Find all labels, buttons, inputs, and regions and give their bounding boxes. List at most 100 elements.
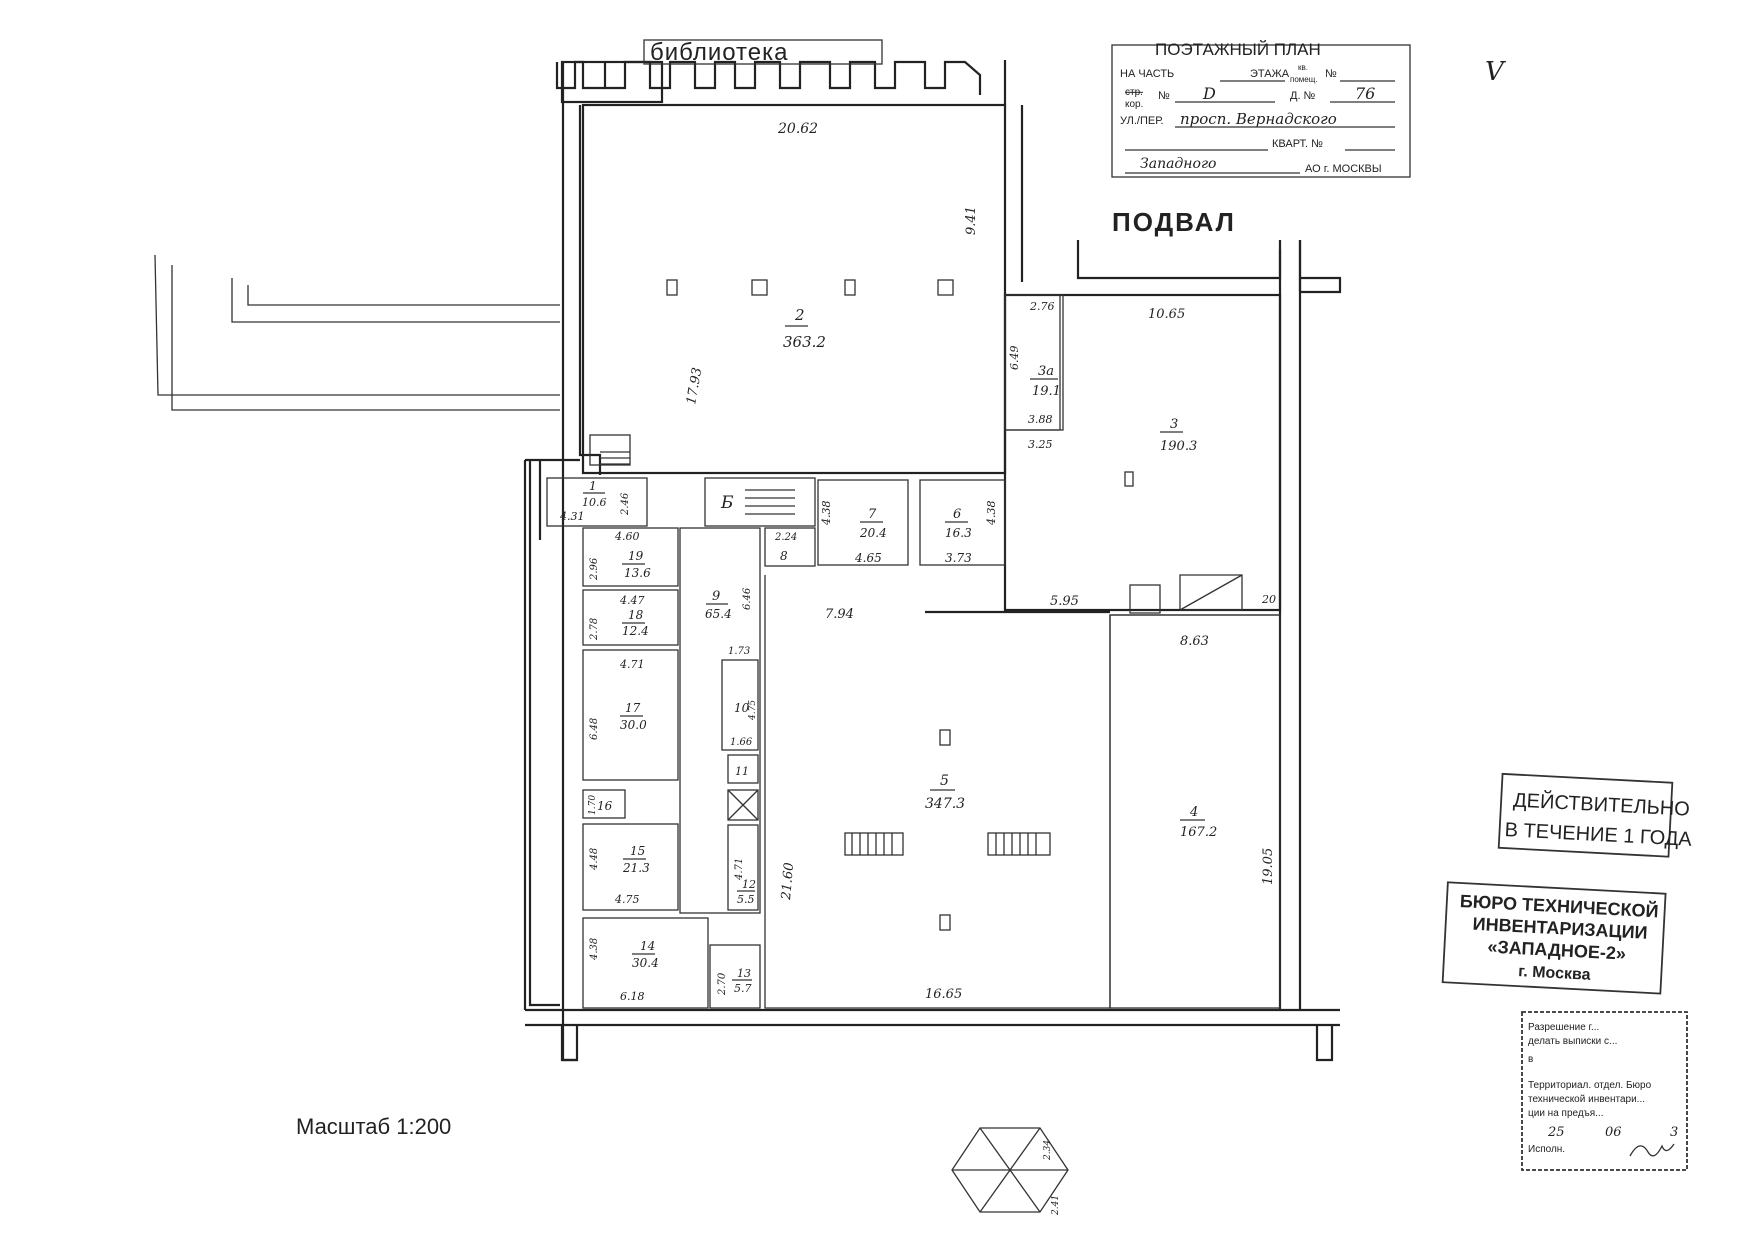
room-3a-number: 3а: [1038, 364, 1054, 379]
dim-room18-side: 2.78: [589, 618, 600, 641]
dim-room12-side: 4.71: [734, 858, 745, 881]
dim-room2-side: 9.41: [964, 206, 979, 235]
kv-label: кв.: [1298, 63, 1308, 72]
room-13-number: 13: [737, 967, 751, 980]
check-mark: V: [1485, 57, 1506, 87]
kvart-label: КВАРТ. №: [1272, 138, 1323, 150]
floor-name: ПОДВАЛ: [1112, 207, 1236, 237]
room-14-area: 30.4: [632, 956, 659, 970]
dom-value: 76: [1355, 84, 1375, 103]
room-5-number: 5: [940, 773, 949, 789]
dim-room10-top: 1.73: [728, 646, 750, 657]
room-20-number: 20: [1261, 593, 1276, 606]
dim-room17-side: 6.48: [589, 718, 600, 740]
room-13-area: 5.7: [734, 982, 752, 995]
room-16-number: 16: [597, 799, 613, 813]
dim-room7-bottom: 4.65: [854, 551, 882, 565]
room-4-number: 4: [1189, 805, 1198, 820]
bti-stamp: БЮРО ТЕХНИЧЕСКОЙ ИНВЕНТАРИЗАЦИИ «ЗАПАДНО…: [1441, 881, 1667, 995]
room-9: 9 65.4 6.46 1.73 10 4.75 1.66 11 4.71 12…: [679, 527, 761, 914]
permit-line3: в: [1528, 1054, 1533, 1065]
validity-line1: ДЕЙСТВИТЕЛЬНО: [1513, 787, 1691, 820]
room-12-area: 5.5: [737, 893, 755, 906]
str-label: стр.: [1125, 87, 1143, 98]
scale-label: Масштаб 1:200: [296, 1114, 451, 1139]
no-label: №: [1325, 68, 1337, 80]
central-rooms: Б 4.38 7 20.4 4.65 6 16.3 3.73 4.38 2.24…: [704, 477, 1006, 567]
room-17-area: 30.0: [620, 718, 647, 732]
dim-room14-bottom: 6.18: [620, 990, 645, 1003]
room-15-number: 15: [630, 844, 645, 858]
dim-room3a-side: 6.49: [1008, 346, 1021, 371]
library-wall: библиотека: [555, 39, 982, 104]
dim-room6-side: 4.38: [985, 501, 998, 527]
dim-room19-top: 4.60: [614, 530, 640, 543]
room-2-area: 363.2: [783, 333, 826, 351]
room-6-number: 6: [953, 507, 961, 522]
room-8-number: 8: [780, 549, 788, 563]
floor-label: ЭТАЖА: [1250, 68, 1290, 80]
room-19-area: 13.6: [624, 566, 651, 580]
validity-line2: В ТЕЧЕНИЕ 1 ГОДА: [1504, 819, 1693, 851]
room-5-area: 347.3: [925, 796, 965, 812]
dim-stair-b: 2.41: [1051, 1195, 1061, 1216]
permit-date-month: 06: [1605, 1125, 1622, 1140]
room-15-area: 21.3: [622, 861, 650, 875]
permit-line1: Разрешение г...: [1528, 1022, 1599, 1033]
dim-room18-top: 4.47: [619, 594, 645, 607]
stair-detail: 2.34 2.41: [951, 1127, 1069, 1216]
dim-room15-side: 4.48: [589, 848, 600, 871]
room-1-number: 1: [589, 479, 597, 493]
room-4: 8.63 19.05 4 167.2 20: [1109, 574, 1281, 1009]
room-2-number: 2: [794, 306, 805, 324]
signature-mark: [1629, 1143, 1675, 1157]
room-17-number: 17: [625, 701, 641, 715]
dim-room1-bottom: 4.31: [559, 510, 585, 523]
dim-room4-side: 19.05: [1261, 848, 1276, 885]
dim-room2-height: 17.93: [684, 366, 705, 405]
room-3-area: 190.3: [1160, 439, 1197, 454]
permit-line4: Территориал. отдел. Бюро: [1528, 1080, 1652, 1091]
bti-line4: г. Москва: [1518, 963, 1591, 984]
permit-date-year: 3: [1670, 1125, 1678, 1140]
room-10-number: 10: [734, 701, 750, 715]
korpus-value: D: [1202, 84, 1216, 103]
dim-room16: 1.70: [588, 795, 598, 815]
dim-room3a-bottom: 3.88: [1028, 413, 1053, 426]
permit-stamp: Разрешение г... делать выписки с... в Те…: [1521, 1011, 1688, 1171]
street-value: просп. Вернадского: [1180, 110, 1337, 128]
dim-room19-side: 2.96: [589, 557, 600, 581]
dim-room1-side: 2.46: [620, 492, 631, 516]
kor-label: кор.: [1125, 99, 1143, 110]
dim-room4-top: 8.63: [1180, 634, 1209, 649]
room-1-area: 10.6: [582, 496, 607, 509]
permit-date-day: 25: [1547, 1125, 1565, 1140]
dim-room3a-top: 2.76: [1029, 300, 1055, 313]
room-18-number: 18: [628, 608, 644, 622]
room-4-area: 167.2: [1180, 825, 1217, 840]
dim-room15-bottom: 4.75: [614, 893, 640, 906]
room-2: 20.62 9.41 17.93 2 363.2: [589, 121, 979, 466]
room-7-area: 20.4: [859, 526, 887, 540]
outer-walls: [154, 60, 1342, 1062]
korpus-no-label: №: [1158, 90, 1170, 102]
room-3: 2.76 6.49 3а 19.1 3.88 3.25 10.65 3 190.…: [1004, 294, 1197, 487]
district-value: Западного: [1140, 156, 1216, 172]
street-label: УЛ./ПЕР.: [1120, 115, 1164, 127]
room-9-number: 9: [712, 589, 720, 604]
validity-stamp: ДЕЙСТВИТЕЛЬНО В ТЕЧЕНИЕ 1 ГОДА: [1497, 772, 1693, 858]
dim-room5-top: 7.94: [825, 607, 854, 622]
dim-room13-side: 2.70: [717, 972, 728, 996]
room-19-number: 19: [628, 549, 644, 563]
dim-room5-right: 5.95: [1050, 594, 1079, 609]
dim-room2-width: 20.62: [777, 121, 818, 137]
title-block: ПОЭТАЖНЫЙ ПЛАН НА ЧАСТЬ ЭТАЖА кв. помещ.…: [1111, 40, 1506, 178]
permit-line5: технической инвентари...: [1528, 1094, 1645, 1105]
permit-line8: Исполн.: [1528, 1144, 1565, 1155]
dim-room5-bottom: 16.65: [925, 987, 962, 1002]
room-9-area: 65.4: [705, 607, 732, 621]
dim-room14-side: 4.38: [589, 938, 600, 961]
room-b-number: Б: [720, 493, 734, 513]
part-label: НА ЧАСТЬ: [1120, 68, 1174, 80]
